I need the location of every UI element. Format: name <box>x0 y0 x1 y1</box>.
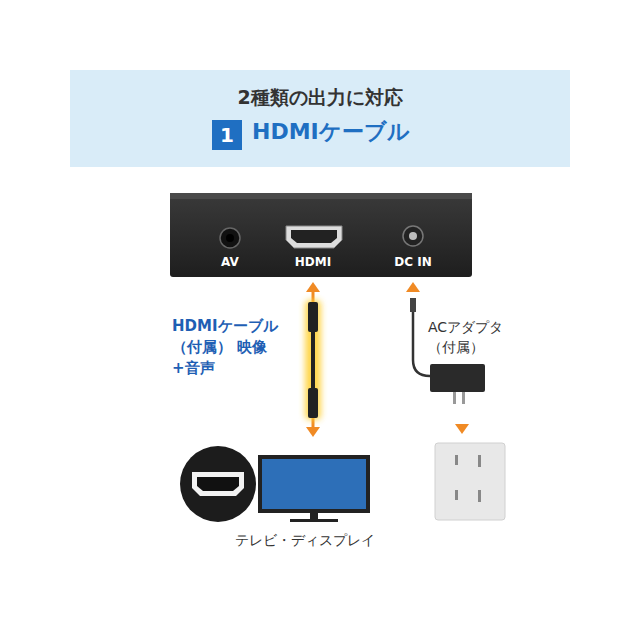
tv-stand <box>290 519 338 522</box>
hdmi-plug-bottom <box>308 388 318 418</box>
dc-plug <box>410 298 416 312</box>
dc-jack-pin <box>409 232 417 240</box>
tv-neck <box>310 513 318 519</box>
tv-display: テレビ・ディスプレイ <box>180 450 430 560</box>
outlet-slot <box>455 490 458 500</box>
adapter-cable <box>413 312 430 376</box>
av-jack <box>220 228 240 248</box>
outlet-slot <box>455 455 458 465</box>
ac-adapter <box>430 364 485 392</box>
hdmi-cable <box>311 332 315 390</box>
hdmi-port-zoom <box>180 446 256 522</box>
converter-body <box>170 193 472 277</box>
dc-jack <box>403 226 423 246</box>
edge-label: HDMIケーブル （付属） 映像+音声 <box>172 316 294 379</box>
av-jack-hole <box>226 234 234 242</box>
banner-text: 2種類の出力に対応 <box>70 86 570 110</box>
converter-box-text: HDMI <box>283 255 343 270</box>
converter-top-edge <box>170 193 472 199</box>
wall-outlet <box>435 443 505 520</box>
hdmi-connection <box>306 282 320 437</box>
hdmi-port <box>286 226 342 248</box>
tv-screen <box>262 459 366 509</box>
hdmi-port-inner <box>291 230 337 243</box>
converter-box: AV HDMI DC IN <box>170 193 472 277</box>
converter-box-text: DC IN <box>378 255 448 270</box>
outlet-slot <box>478 490 481 502</box>
ac-arrow-down <box>455 424 469 434</box>
converter-box-text: AV <box>205 255 255 270</box>
adapter-prong <box>453 392 456 404</box>
number-badge: 1 <box>212 120 242 150</box>
adapter-prong <box>462 392 465 404</box>
tv-display-text: テレビ・ディスプレイ <box>180 532 430 550</box>
part-label: ACアダプタ （付属） <box>428 318 520 357</box>
number-badge-text: 1 <box>212 123 242 148</box>
tv-frame <box>258 455 370 513</box>
hdmi-plug-top <box>308 302 318 332</box>
outlet-slot <box>478 455 481 467</box>
cable-glow <box>305 300 321 420</box>
dc-arrow-up <box>406 282 420 292</box>
hdmi-port-zoom-inner <box>197 477 239 491</box>
banner-text: HDMIケーブル <box>252 118 472 146</box>
hdmi-port-zoom-shell <box>192 472 244 496</box>
banner: 2種類の出力に対応 HDMIケーブル 1 <box>70 70 570 167</box>
